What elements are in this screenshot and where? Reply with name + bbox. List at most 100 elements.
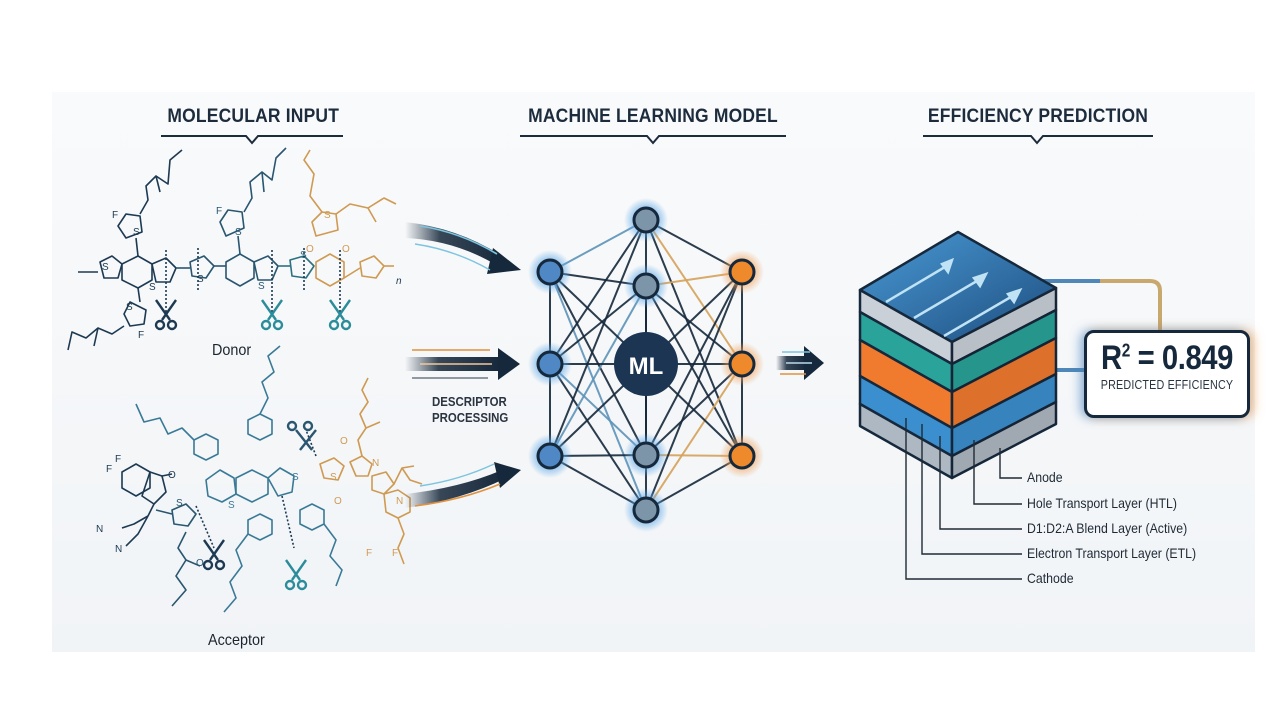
svg-text:S: S [235,227,242,238]
leader-line [905,418,1022,580]
network-edge [645,219,743,457]
r2-exponent: 2 [1121,340,1131,361]
section-title-molecular-input: MOLECULAR INPUT [167,106,340,127]
svg-text:O: O [196,558,204,569]
section-title-ml-model: MACHINE LEARNING MODEL [528,106,778,127]
svg-text:F: F [138,330,144,341]
output-arrow [776,346,824,380]
network-edge [549,285,647,457]
network-nodes [528,198,764,532]
network-node-out [728,442,756,470]
svg-text:N: N [372,458,379,469]
svg-text:S: S [197,274,204,285]
network-edge [549,363,647,511]
network-node-hid [632,496,660,524]
network-node-in [536,258,564,286]
svg-text:O: O [342,244,350,255]
section-title-efficiency-prediction: EFFICIENCY PREDICTION [927,106,1149,127]
svg-text:n: n [396,276,402,287]
layer-label-active: D1:D2:A Blend Layer (Active) [1027,520,1188,536]
svg-text:O: O [340,436,348,447]
ml-center-label: ML [629,353,664,380]
network-node-hid [632,441,660,469]
svg-text:N: N [396,496,403,507]
svg-text:O: O [306,244,314,255]
input-arrow-bottom [405,462,521,508]
svg-text:S: S [300,250,307,261]
network-edge [645,285,743,457]
layer-label-cathode: Cathode [1027,570,1074,586]
network-edge [549,271,647,511]
svg-text:S: S [228,500,235,511]
svg-text:O: O [334,496,342,507]
r2-number: 0.849 [1161,339,1233,377]
r2-caption: PREDICTED EFFICIENCY [1100,378,1234,392]
svg-text:S: S [126,302,133,313]
svg-text:S: S [258,281,265,292]
svg-text:O: O [168,470,176,481]
r2-value: R2 = 0.849 [1098,339,1236,378]
input-arrow-top [405,222,521,274]
descriptor-processing-label: DESCRIPTOR PROCESSING [432,394,508,426]
svg-text:F: F [392,548,398,559]
svg-text:S: S [102,262,109,273]
scissors-icon [154,299,178,331]
layer-cathode-right [950,400,1058,480]
r2-equals: = [1129,339,1162,377]
leader-line [939,436,1022,530]
descriptor-processing-line2: PROCESSING [432,410,509,425]
network-edge [549,219,647,457]
network-node-hid [632,272,660,300]
acceptor-label: Acceptor [208,632,265,649]
scissors-icon [286,420,317,451]
svg-text:F: F [115,454,121,465]
layer-label-anode: Anode [1027,469,1063,485]
network-edge [645,219,743,365]
svg-text:F: F [366,548,372,559]
title-underline-model [520,135,786,145]
layer-label-htl: Hole Transport Layer (HTL) [1027,495,1177,511]
scissors-icon [260,299,284,331]
svg-text:N: N [115,544,122,555]
svg-text:F: F [216,206,222,217]
leader-line [999,448,1022,479]
scissors-icon [328,299,352,331]
svg-text:F: F [112,210,118,221]
network-node-hid [632,206,660,234]
donor-label: Donor [212,342,252,359]
acceptor-molecule-structure [121,345,423,613]
svg-text:F: F [106,464,112,475]
network-node-in [536,350,564,378]
svg-text:N: N [96,524,103,535]
svg-text:S: S [324,210,331,221]
donor-atom-labels: F S S S S S F F S S S O O S n [102,206,402,341]
descriptor-processing-line1: DESCRIPTOR [432,394,507,409]
title-underline-output [923,135,1153,145]
svg-text:S: S [133,227,140,238]
top-face-arrows [885,257,1023,338]
svg-text:S: S [176,498,183,509]
leader-line [921,424,1022,555]
layer-label-etl: Electron Transport Layer (ETL) [1027,545,1197,561]
svg-text:S: S [149,282,156,293]
right-face-shade [952,288,1056,478]
network-node-out [728,258,756,286]
network-edge [645,271,743,511]
acceptor-atom-labels: F F O N N S S O S S O N N O F F [96,436,403,569]
svg-text:S: S [330,472,337,483]
network-edge [549,219,647,365]
network-edge [645,363,743,511]
scissors-icon [284,559,308,591]
network-node-out [728,350,756,378]
solar-cell-device-stack [858,230,1058,480]
layer-leader-lines [905,418,1022,580]
ml-center-node [614,332,678,396]
scissors-icon [202,539,226,571]
svg-text:S: S [292,472,299,483]
r2-symbol: R [1101,339,1122,377]
network-node-in [536,442,564,470]
title-underline-input [161,135,343,145]
donor-molecule-structure [67,147,397,351]
leader-line [973,440,1022,505]
